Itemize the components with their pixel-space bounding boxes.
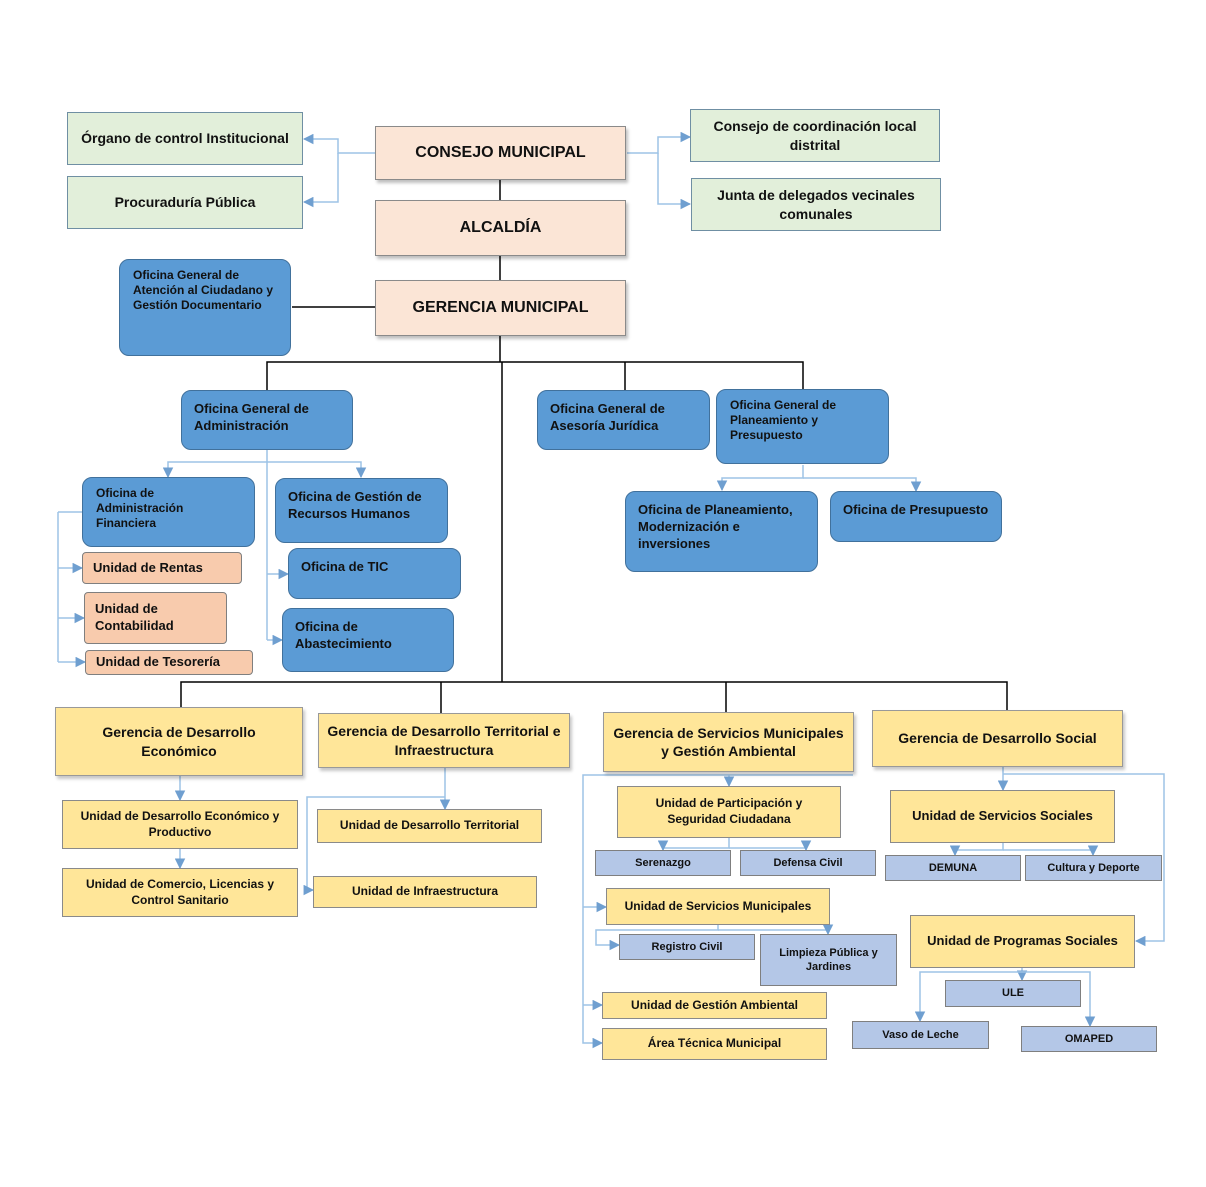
vaso-leche-box: Vaso de Leche <box>852 1021 989 1049</box>
ule-box: ULE <box>945 980 1081 1007</box>
omaped-box: OMAPED <box>1021 1026 1157 1052</box>
consejo-coordinacion-box: Consejo de coordinación local distrital <box>690 109 940 162</box>
unidad-rentas-box: Unidad de Rentas <box>82 552 242 584</box>
junta-delegados-box: Junta de delegados vecinales comunales <box>691 178 941 231</box>
consejo-municipal-box: CONSEJO MUNICIPAL <box>375 126 626 180</box>
defensa-civil-box: Defensa Civil <box>740 850 876 876</box>
oficina-rrhh-box: Oficina de Gestión de Recursos Humanos <box>275 478 448 543</box>
unidad-programas-box: Unidad de Programas Sociales <box>910 915 1135 968</box>
oficina-asesoria-box: Oficina General de Asesoría Jurídica <box>537 390 710 450</box>
area-tecnica-box: Área Técnica Municipal <box>602 1028 827 1060</box>
demuna-box: DEMUNA <box>885 855 1021 881</box>
gerencia-territorial-box: Gerencia de Desarrollo Territorial e Inf… <box>318 713 570 768</box>
oficina-administracion-box: Oficina General de Administración <box>181 390 353 450</box>
oficina-abastecimiento-box: Oficina de Abastecimiento <box>282 608 454 672</box>
unidad-serv-sociales-box: Unidad de Servicios Sociales <box>890 790 1115 843</box>
unidad-serv-municipales-box: Unidad de Servicios Municipales <box>606 888 830 925</box>
oficina-planeamiento-presupuesto-box: Oficina General de Planeamiento y Presup… <box>716 389 889 464</box>
serenazgo-box: Serenazgo <box>595 850 731 876</box>
unidad-comercio-box: Unidad de Comercio, Licencias y Control … <box>62 868 298 917</box>
gerencia-social-box: Gerencia de Desarrollo Social <box>872 710 1123 767</box>
gerencia-servicios-box: Gerencia de Servicios Municipales y Gest… <box>603 712 854 772</box>
unidad-des-economico-box: Unidad de Desarrollo Económico y Product… <box>62 800 298 849</box>
unidad-gestion-ambiental-box: Unidad de Gestión Ambiental <box>602 992 827 1019</box>
unidad-tesoreria-box: Unidad de Tesorería <box>85 650 253 675</box>
unidad-infraestructura-box: Unidad de Infraestructura <box>313 876 537 908</box>
oficina-tic-box: Oficina de TIC <box>288 548 461 599</box>
cultura-deporte-box: Cultura y Deporte <box>1025 855 1162 881</box>
oficina-presupuesto-box: Oficina de Presupuesto <box>830 491 1002 542</box>
oficina-planeamiento-modernizacion-box: Oficina de Planeamiento, Modernización e… <box>625 491 818 572</box>
registro-civil-box: Registro Civil <box>619 934 755 960</box>
alcaldia-box: ALCALDÍA <box>375 200 626 256</box>
procuraduria-box: Procuraduría Pública <box>67 176 303 229</box>
oficina-atencion-box: Oficina General de Atención al Ciudadano… <box>119 259 291 356</box>
organo-control-box: Órgano de control Institucional <box>67 112 303 165</box>
gerencia-municipal-box: GERENCIA MUNICIPAL <box>375 280 626 336</box>
limpieza-box: Limpieza Pública y Jardines <box>760 934 897 986</box>
oficina-adm-financiera-box: Oficina de Administración Financiera <box>82 477 255 547</box>
unidad-participacion-box: Unidad de Participación y Seguridad Ciud… <box>617 786 841 838</box>
gerencia-economico-box: Gerencia de Desarrollo Económico <box>55 707 303 776</box>
unidad-des-territorial-box: Unidad de Desarrollo Territorial <box>317 809 542 843</box>
unidad-contabilidad-box: Unidad de Contabilidad <box>84 592 227 644</box>
